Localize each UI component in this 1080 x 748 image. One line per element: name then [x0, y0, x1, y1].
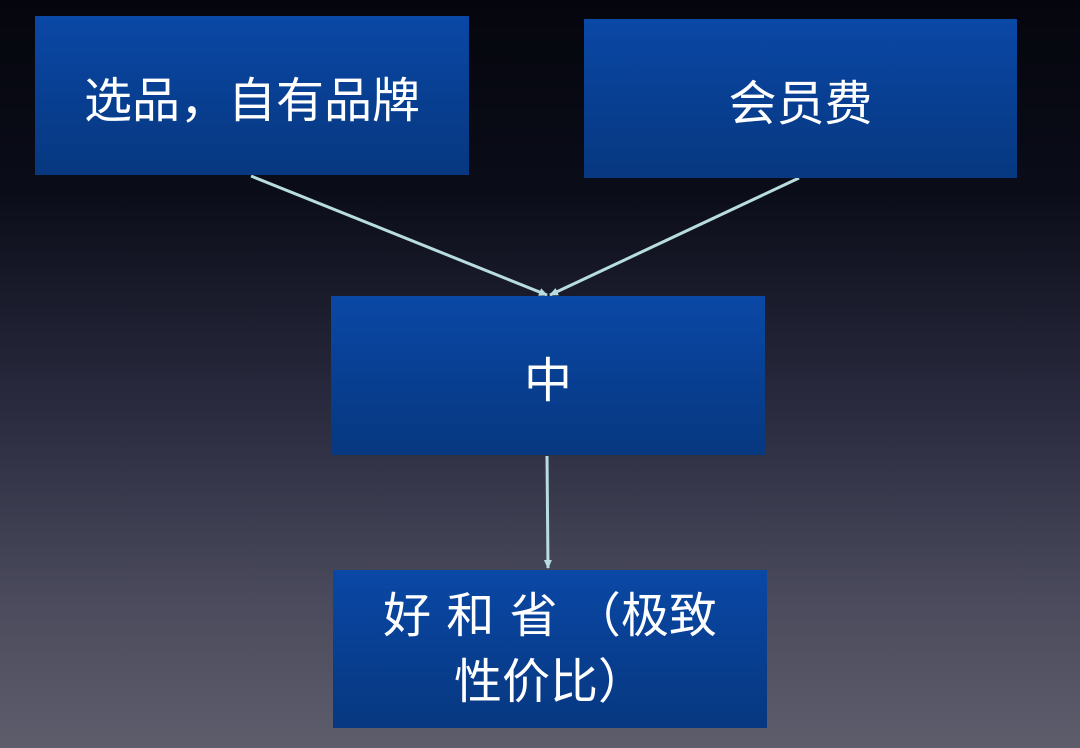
node-center-label: 中	[523, 352, 572, 409]
node-selection-label: 选品，自有品牌	[83, 72, 420, 129]
node-result-label-line1: 好 和 省 （极致	[383, 588, 717, 644]
arrow-center-to-result	[543, 455, 552, 569]
arrow-selection-to-center	[250, 174, 548, 297]
node-center: 中	[331, 296, 765, 455]
node-membership-fee: 会员费	[584, 19, 1017, 178]
node-membership-label: 会员费	[728, 75, 873, 132]
node-selection-own-brand: 选品，自有品牌	[35, 16, 469, 175]
arrow-membership-to-center	[549, 176, 800, 297]
node-result: 好 和 省 （极致 性价比）	[333, 570, 767, 728]
node-result-label-line2: 性价比）	[453, 654, 646, 710]
